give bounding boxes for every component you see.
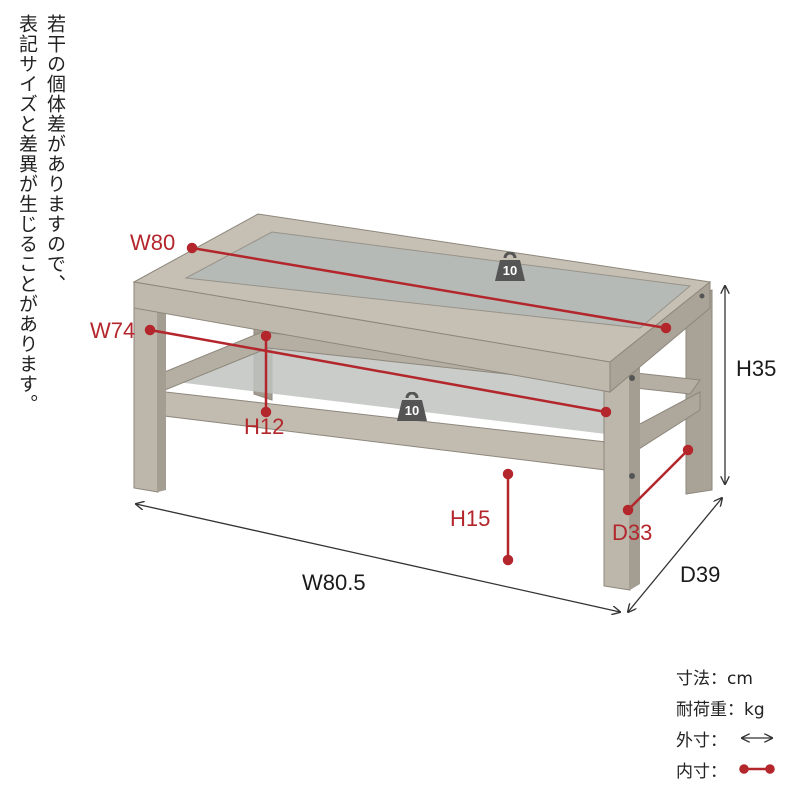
inner-shelf-width-label: W74 <box>90 318 136 343</box>
outer-height-label: H35 <box>736 356 777 381</box>
legend-outer-label: 外寸： <box>676 731 727 751</box>
shelf-load-weight-icon: 10 <box>396 392 428 422</box>
outer-arrow-depth <box>628 498 722 612</box>
front-right-leg <box>603 359 631 591</box>
inner-line-top-width <box>191 246 667 330</box>
legend-unit-size: 寸法：cm <box>676 669 753 689</box>
tabletop-apron-right <box>609 280 711 394</box>
legend: 寸法：cm 耐荷重：kg 外寸： 内寸： <box>676 664 794 788</box>
legend-inner-symbol <box>739 764 775 774</box>
outer-arrow-width <box>136 504 620 612</box>
legend-unit-load: 耐荷重：kg <box>676 700 765 720</box>
top-load-value: 10 <box>502 263 518 278</box>
top-load-weight-icon: 10 <box>494 252 526 282</box>
inner-shelf-depth-label: D33 <box>612 520 653 545</box>
inner-floor-clearance-label: H15 <box>450 506 491 531</box>
outer-width-label: W80.5 <box>302 570 366 595</box>
shelf-glass <box>160 336 640 434</box>
shelf-load-value: 10 <box>404 403 420 418</box>
legend-inner: 内寸： <box>676 757 794 788</box>
legend-inner-label: 内寸： <box>676 762 727 782</box>
outer-depth-label: D39 <box>680 562 721 587</box>
inner-shelf-clearance-label: H12 <box>244 414 285 439</box>
legend-outer: 外寸： <box>676 726 794 757</box>
inner-line-shelf-width <box>149 328 607 414</box>
front-left-leg <box>133 281 159 493</box>
note-line-2: 表記サイズと差異が生じることがあります。 <box>16 14 38 414</box>
tabletop-glass <box>184 231 692 329</box>
inner-top-width-label: W80 <box>130 230 176 255</box>
note-line-1: 若干の個体差がありますので、 <box>44 14 66 294</box>
